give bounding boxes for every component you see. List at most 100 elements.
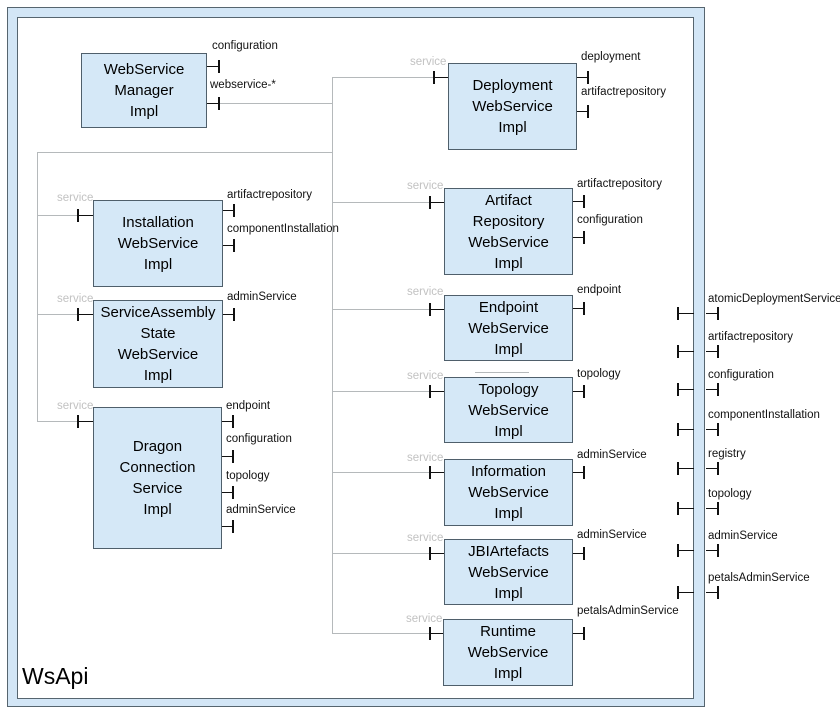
boundary-port-tick <box>677 586 679 599</box>
connector-line <box>332 633 429 634</box>
interface-label: adminService <box>577 449 647 461</box>
interface-tick <box>232 450 234 463</box>
required-interface-tick <box>429 547 431 560</box>
boundary-port-tick <box>677 383 679 396</box>
provided-interface-stub <box>222 421 233 422</box>
boundary-port-tick <box>677 423 679 436</box>
interface-label: petalsAdminService <box>577 605 679 617</box>
provided-interface-stub <box>577 77 588 78</box>
interface-label: artifactrepository <box>227 189 313 201</box>
connector-line <box>37 215 77 216</box>
required-interface-stub <box>435 77 448 78</box>
component-box-topology-webservice[interactable]: Topology WebService Impl <box>444 377 573 443</box>
provided-interface-stub <box>222 492 233 493</box>
interface-tick <box>583 302 585 315</box>
interface-label: adminService <box>226 504 296 516</box>
boundary-port-stub <box>706 313 718 314</box>
boundary-port-stub <box>706 550 718 551</box>
interface-label: configuration <box>212 40 278 52</box>
required-interface-tick <box>77 415 79 428</box>
connector-line <box>37 314 77 315</box>
boundary-port-stub <box>679 351 694 352</box>
required-interface-tick <box>429 466 431 479</box>
interface-tick <box>583 627 585 640</box>
interface-label: endpoint <box>577 284 622 296</box>
interface-label: topology <box>577 368 621 380</box>
component-box-deployment-webservice[interactable]: Deployment WebService Impl <box>448 63 577 150</box>
boundary-port-tick <box>717 544 719 557</box>
interface-tick <box>587 71 589 84</box>
service-port-label: service <box>407 452 444 464</box>
boundary-port-label: componentInstallation <box>708 409 820 421</box>
required-interface-tick <box>429 385 431 398</box>
required-interface-stub <box>79 421 93 422</box>
boundary-port-stub <box>679 508 694 509</box>
service-port-label: service <box>57 293 94 305</box>
interface-label: artifactrepository <box>577 178 663 190</box>
boundary-port-stub <box>679 468 694 469</box>
required-interface-tick <box>429 303 431 316</box>
boundary-port-tick <box>717 307 719 320</box>
boundary-port-tick <box>717 383 719 396</box>
component-box-information-webservice[interactable]: Information WebService Impl <box>444 459 573 526</box>
boundary-port-tick <box>677 544 679 557</box>
boundary-port-label: adminService <box>708 530 778 542</box>
provided-interface-stub <box>573 633 584 634</box>
connector-line <box>332 77 433 78</box>
interface-tick <box>233 204 235 217</box>
boundary-port-label: petalsAdminService <box>708 572 810 584</box>
required-interface-stub <box>431 202 444 203</box>
interface-tick <box>233 239 235 252</box>
service-port-label: service <box>57 192 94 204</box>
boundary-port-label: atomicDeploymentService <box>708 293 840 305</box>
interface-tick <box>583 385 585 398</box>
connector-line-webservice <box>219 103 332 104</box>
provided-interface-stub <box>573 391 584 392</box>
provided-interface-stub <box>577 111 588 112</box>
interface-label: adminService <box>227 291 297 303</box>
boundary-port-stub <box>706 508 718 509</box>
component-box-runtime-webservice[interactable]: Runtime WebService Impl <box>443 619 573 686</box>
component-box-installation-webservice[interactable]: Installation WebService Impl <box>93 200 223 287</box>
boundary-port-tick <box>717 345 719 358</box>
connector-line <box>332 472 429 473</box>
boundary-port-stub <box>706 468 718 469</box>
required-interface-stub <box>431 633 443 634</box>
provided-interface-stub <box>223 210 234 211</box>
component-box-serviceassembly-state-webservice[interactable]: ServiceAssembly State WebService Impl <box>93 300 223 388</box>
connector-line <box>332 202 429 203</box>
component-box-dragon-connection-service[interactable]: Dragon Connection Service Impl <box>93 407 222 549</box>
boundary-port-stub <box>679 592 694 593</box>
provided-interface-stub <box>573 472 584 473</box>
boundary-port-tick <box>677 345 679 358</box>
provided-interface-stub <box>573 201 584 202</box>
boundary-port-stub <box>679 429 694 430</box>
connector-line-main-trunk <box>332 77 333 634</box>
component-box-webservice-manager[interactable]: WebService Manager Impl <box>81 53 207 128</box>
required-interface-tick <box>429 627 431 640</box>
boundary-port-stub <box>679 313 694 314</box>
provided-interface-stub <box>573 553 584 554</box>
service-port-label: service <box>407 370 444 382</box>
component-box-endpoint-webservice[interactable]: Endpoint WebService Impl <box>444 295 573 361</box>
component-box-artifact-repository-webservice[interactable]: Artifact Repository WebService Impl <box>444 188 573 275</box>
interface-tick <box>583 547 585 560</box>
service-port-label: service <box>407 286 444 298</box>
boundary-port-label: registry <box>708 448 746 460</box>
required-interface-stub <box>431 309 444 310</box>
connector-line <box>332 391 429 392</box>
provided-interface-stub <box>207 103 219 104</box>
component-box-jbi-artefacts-webservice[interactable]: JBIArtefacts WebService Impl <box>444 539 573 605</box>
service-port-label: service <box>57 400 94 412</box>
interface-tick <box>218 60 220 73</box>
interface-label: webservice-* <box>210 79 276 91</box>
service-port-label: service <box>407 532 444 544</box>
divider-line <box>475 372 529 373</box>
interface-label: componentInstallation <box>227 223 339 235</box>
boundary-port-stub <box>706 429 718 430</box>
required-interface-tick <box>429 196 431 209</box>
boundary-port-label: artifactrepository <box>708 331 794 343</box>
service-port-label: service <box>406 613 443 625</box>
provided-interface-stub <box>222 456 233 457</box>
boundary-port-label: configuration <box>708 369 774 381</box>
